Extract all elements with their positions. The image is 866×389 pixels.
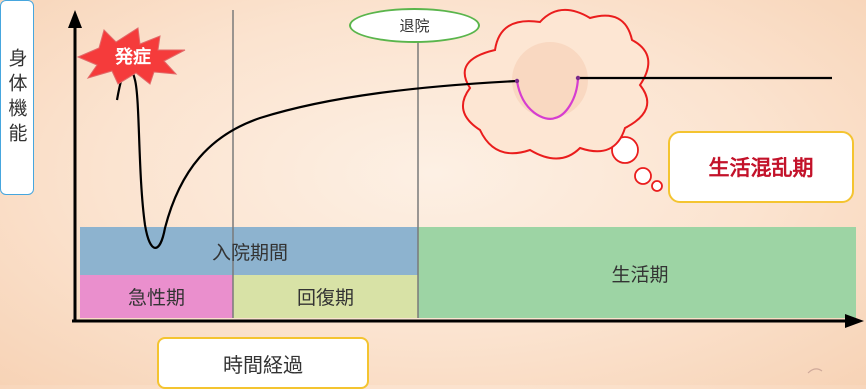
curve-dip-end-dot: [575, 75, 581, 81]
curve-dip-start-dot: [514, 78, 520, 84]
y-axis-label: 身体機能: [5, 47, 28, 148]
y-axis-arrowhead: [68, 10, 82, 28]
hospitalization-label: 入院期間: [211, 241, 288, 264]
recovery-label: 回復期: [296, 287, 354, 309]
thought-cloud: [461, 9, 650, 160]
life-chaos-label: 生活混乱期: [668, 131, 854, 203]
thought-bubble-large: [611, 136, 639, 164]
onset-label: 発症: [115, 47, 151, 68]
acute-band: [80, 275, 233, 318]
discharge-label: 退院: [349, 8, 480, 43]
x-axis-arrowhead: [845, 314, 864, 328]
curve-dip-segment: [515, 77, 580, 120]
y-axis-label-box: 身体機能: [0, 0, 34, 195]
faint-mark: [807, 368, 823, 374]
acute-label: 急性期: [127, 287, 185, 309]
hospitalization-band: [80, 227, 418, 275]
thought-bubble-small: [651, 180, 663, 192]
function-curve: [115, 65, 518, 249]
life-band: [418, 227, 856, 318]
thought-bubble-medium: [634, 167, 652, 185]
recovery-band: [233, 275, 418, 318]
life-label: 生活期: [611, 263, 669, 286]
onset-burst: [76, 27, 186, 85]
x-axis-label: 時間経過: [157, 337, 369, 389]
